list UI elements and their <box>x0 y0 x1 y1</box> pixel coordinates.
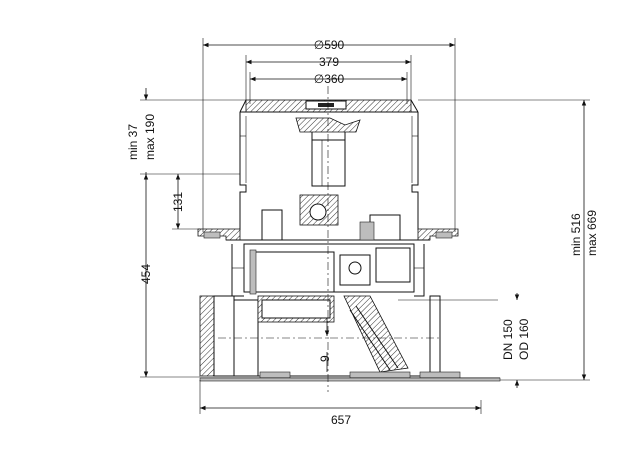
grating-frame <box>239 99 419 113</box>
drain-assembly <box>197 86 501 392</box>
extension-body <box>239 112 419 230</box>
lower-housing <box>199 295 501 382</box>
dim-131: 131 <box>171 192 185 212</box>
dim-379: 379 <box>319 55 339 69</box>
dim-454: 454 <box>139 264 153 284</box>
dim-9: 9 <box>318 355 332 362</box>
mechanism <box>231 194 425 297</box>
dimensions <box>140 38 590 414</box>
dim-min516: min 516 <box>569 213 583 256</box>
dim-od160: OD 160 <box>517 318 531 360</box>
dim-657: 657 <box>331 413 351 427</box>
dim-max190: max 190 <box>143 114 157 160</box>
dimension-labels: ∅590 379 ∅360 min 37 max 190 131 454 min… <box>126 38 599 427</box>
dim-max669: max 669 <box>585 210 599 256</box>
dim-590: ∅590 <box>314 38 345 52</box>
dim-min37: min 37 <box>126 124 140 160</box>
dim-dn150: DN 150 <box>501 319 515 360</box>
dim-360: ∅360 <box>314 72 345 86</box>
